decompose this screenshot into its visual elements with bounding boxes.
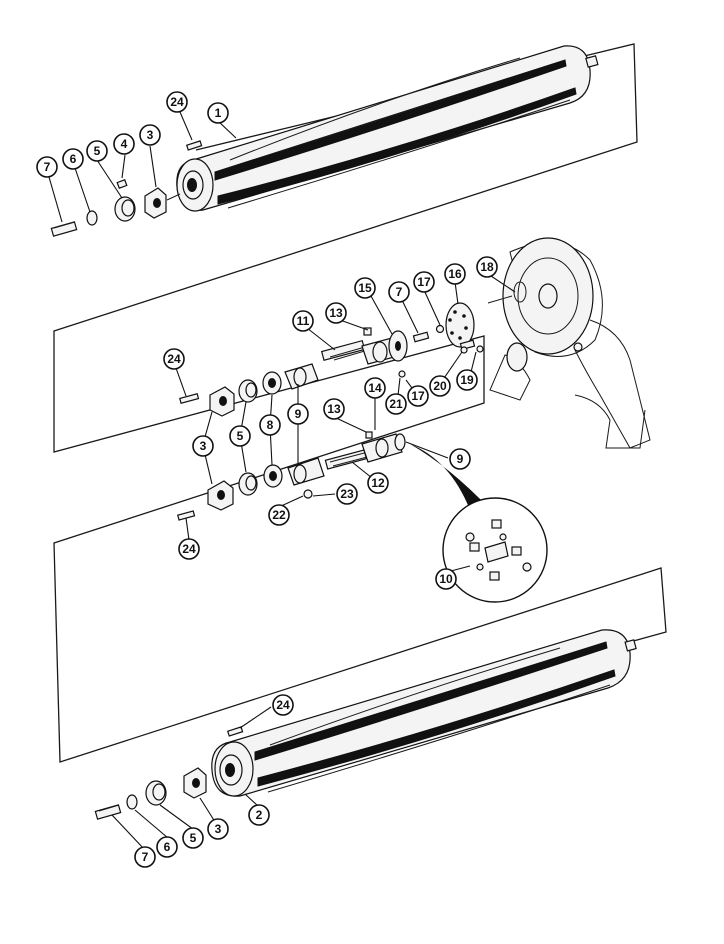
callout-label: 18	[480, 260, 494, 274]
callout-label: 16	[448, 267, 462, 281]
callout-5: 5	[86, 140, 108, 162]
callout-label: 22	[272, 508, 286, 522]
callout-label: 3	[147, 128, 154, 142]
callout-label: 24	[276, 698, 290, 712]
callout-4: 4	[113, 133, 135, 155]
callout-3: 3	[192, 435, 214, 457]
callout-label: 7	[44, 160, 51, 174]
callout-2: 2	[248, 804, 270, 826]
callout-9: 9	[449, 448, 471, 470]
lower-roller	[211, 629, 637, 797]
callout-19: 19	[456, 369, 478, 391]
callout-24: 24	[163, 348, 185, 370]
callout-label: 2	[256, 808, 263, 822]
callout-7: 7	[134, 846, 156, 868]
callout-label: 3	[200, 439, 207, 453]
callout-8: 8	[259, 414, 281, 436]
callout-label: 14	[368, 381, 382, 395]
callout-1: 1	[207, 102, 229, 124]
callout-label: 15	[358, 281, 372, 295]
callout-label: 11	[297, 314, 310, 328]
upper-chain-hardware	[179, 371, 282, 417]
callout-22: 22	[268, 504, 290, 526]
callout-24: 24	[178, 538, 200, 560]
callout-17: 17	[407, 385, 429, 407]
callout-12: 12	[367, 472, 389, 494]
upper-roller	[176, 45, 599, 212]
callout-label: 12	[371, 476, 385, 490]
callout-label: 6	[164, 840, 171, 854]
callout-label: 4	[121, 137, 128, 151]
flange-plate	[445, 302, 484, 354]
callout-3: 3	[139, 124, 161, 146]
callout-label: 9	[457, 452, 464, 466]
callout-16: 16	[444, 263, 466, 285]
callout-3: 3	[207, 818, 229, 840]
callout-label: 8	[267, 418, 274, 432]
callout-7: 7	[388, 281, 410, 303]
upper-left-hardware	[50, 140, 203, 237]
callout-10: 10	[435, 568, 457, 590]
callout-label: 10	[439, 572, 453, 586]
callout-label: 9	[295, 407, 302, 421]
callout-label: 7	[396, 285, 403, 299]
callout-label: 3	[215, 822, 222, 836]
callout-6: 6	[62, 148, 84, 170]
callout-13: 13	[323, 398, 345, 420]
callout-24: 24	[166, 91, 188, 113]
callout-7: 7	[36, 156, 58, 178]
callout-label: 1	[215, 106, 222, 120]
callout-label: 23	[340, 487, 354, 501]
callout-label: 5	[190, 831, 197, 845]
callout-label: 21	[389, 397, 403, 411]
lower-left-hardware	[94, 726, 244, 820]
callout-23: 23	[336, 483, 358, 505]
callout-label: 6	[70, 152, 77, 166]
upper-drive-shaft	[284, 324, 445, 390]
callout-18: 18	[476, 256, 498, 278]
top-section-frame	[53, 43, 667, 763]
callout-11: 11	[292, 310, 314, 332]
lower-drive-shaft	[177, 431, 406, 521]
drive-housing	[487, 237, 651, 449]
callout-label: 17	[411, 389, 425, 403]
callout-label: 24	[182, 542, 196, 556]
callout-label: 13	[329, 306, 343, 320]
callout-label: 7	[142, 850, 149, 864]
callout-9: 9	[287, 403, 309, 425]
callout-17: 17	[413, 271, 435, 293]
callout-15: 15	[354, 277, 376, 299]
universal-joint-detail	[410, 444, 548, 603]
callout-label: 24	[170, 95, 184, 109]
callout-6: 6	[156, 836, 178, 858]
callout-label: 5	[237, 429, 244, 443]
callout-label: 5	[94, 144, 101, 158]
callout-label: 24	[167, 352, 181, 366]
callout-label: 20	[433, 379, 447, 393]
callout-24: 24	[272, 694, 294, 716]
callout-14: 14	[364, 377, 386, 399]
callout-21: 21	[385, 393, 407, 415]
callout-5: 5	[182, 827, 204, 849]
callout-label: 19	[460, 373, 474, 387]
callout-label: 17	[417, 275, 431, 289]
callout-label: 13	[327, 402, 341, 416]
callout-13: 13	[325, 302, 347, 324]
callout-5: 5	[229, 425, 251, 447]
callout-20: 20	[429, 375, 451, 397]
